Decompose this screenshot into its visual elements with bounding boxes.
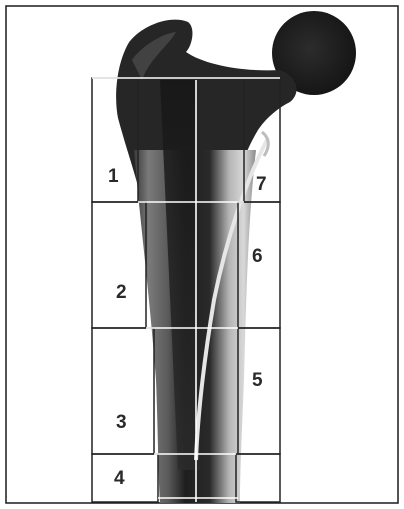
zone-label-2: 2 (116, 282, 127, 303)
zone-label-5: 5 (252, 370, 263, 391)
zone-label-6: 6 (252, 246, 263, 267)
zone-label-4: 4 (114, 468, 125, 489)
zone-label-7: 7 (256, 174, 267, 195)
zone-label-1: 1 (108, 166, 119, 187)
zone-label-3: 3 (116, 412, 127, 433)
